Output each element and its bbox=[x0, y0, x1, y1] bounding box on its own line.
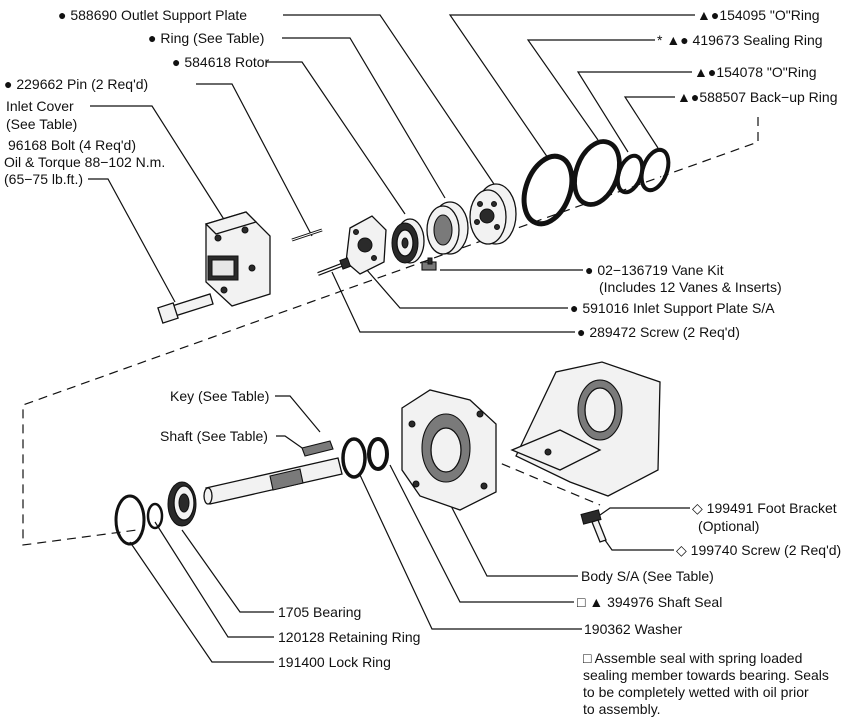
label-retaining-ring: 120128 Retaining Ring bbox=[278, 629, 421, 645]
label-backup-ring: ▲●588507 Back−up Ring bbox=[677, 89, 838, 105]
label-screw-289472: ● 289472 Screw (2 Req'd) bbox=[577, 324, 740, 340]
assembly-note-line: □ Assemble seal with spring loaded bbox=[583, 650, 803, 666]
assembly-centerline-lower bbox=[487, 457, 601, 506]
shaft-seal-394976 bbox=[367, 437, 389, 471]
label-washer: 190362 Washer bbox=[584, 621, 683, 637]
pump-body bbox=[401, 389, 497, 511]
label-sealing-ring: * ▲● 419673 Sealing Ring bbox=[657, 32, 823, 48]
label-bolt: 96168 Bolt (4 Req'd) bbox=[8, 137, 136, 153]
label-o-ring-154078: ▲●154078 "O"Ring bbox=[694, 64, 817, 80]
foot-bracket bbox=[510, 361, 661, 497]
label-shaft: Shaft (See Table) bbox=[160, 428, 268, 444]
rotor bbox=[391, 218, 425, 264]
label-vane-kit: ● 02−136719 Vane Kit bbox=[585, 262, 724, 278]
assembly-note-line: sealing member towards bearing. Seals bbox=[583, 667, 829, 683]
label-body: Body S/A (See Table) bbox=[581, 568, 714, 584]
leader-lines bbox=[88, 14, 695, 663]
label-o-ring-154095: ▲●154095 "O"Ring bbox=[697, 7, 820, 23]
washer-190362 bbox=[341, 437, 367, 479]
lock-ring-191400 bbox=[114, 494, 146, 546]
bolt-96168 bbox=[157, 293, 214, 324]
label-bolt-torque-imperial: (65−75 lb.ft.) bbox=[4, 171, 83, 187]
screw-199740 bbox=[580, 509, 607, 543]
label-foot-bracket-optional: (Optional) bbox=[698, 518, 760, 534]
label-rotor: ● 584618 Rotor bbox=[172, 54, 270, 70]
label-inlet-cover-note: (See Table) bbox=[6, 116, 78, 132]
label-ring: ● Ring (See Table) bbox=[148, 30, 265, 46]
label-pin: ● 229662 Pin (2 Req'd) bbox=[4, 76, 149, 92]
drive-shaft bbox=[203, 457, 343, 505]
label-screw-199740: ◇ 199740 Screw (2 Req'd) bbox=[676, 542, 842, 558]
label-key: Key (See Table) bbox=[170, 388, 270, 404]
label-inlet-support-plate: ● 591016 Inlet Support Plate S/A bbox=[570, 300, 775, 316]
cam-ring bbox=[426, 201, 469, 255]
label-vane-kit-contents: (Includes 12 Vanes & Inserts) bbox=[599, 279, 782, 295]
label-lock-ring: 191400 Lock Ring bbox=[278, 654, 391, 670]
o-ring-154095 bbox=[521, 153, 575, 227]
backup-ring-588507 bbox=[639, 147, 671, 193]
label-foot-bracket: ◇ 199491 Foot Bracket bbox=[692, 500, 837, 516]
label-bolt-torque: Oil & Torque 88−102 N.m. bbox=[4, 154, 166, 170]
label-outlet-support-plate: ● 588690 Outlet Support Plate bbox=[58, 7, 248, 23]
assembly-note-line: to be completely wetted with oil prior bbox=[583, 684, 809, 700]
label-shaft-seal: □ ▲ 394976 Shaft Seal bbox=[577, 594, 723, 610]
shaft-key bbox=[301, 440, 334, 457]
bearing-1705 bbox=[167, 481, 197, 527]
inlet-cover bbox=[204, 211, 271, 307]
vane-kit bbox=[421, 257, 437, 271]
outlet-support-plate bbox=[469, 183, 517, 245]
screw-289472 bbox=[317, 257, 352, 276]
inlet-support-plate bbox=[345, 215, 387, 275]
label-bearing: 1705 Bearing bbox=[278, 604, 362, 620]
label-inlet-cover: Inlet Cover bbox=[6, 98, 74, 114]
pin-229662 bbox=[291, 228, 323, 242]
assembly-note-line: to assembly. bbox=[583, 701, 661, 717]
retaining-ring-120128 bbox=[146, 502, 164, 530]
assembly-centerline-upper bbox=[22, 117, 759, 546]
